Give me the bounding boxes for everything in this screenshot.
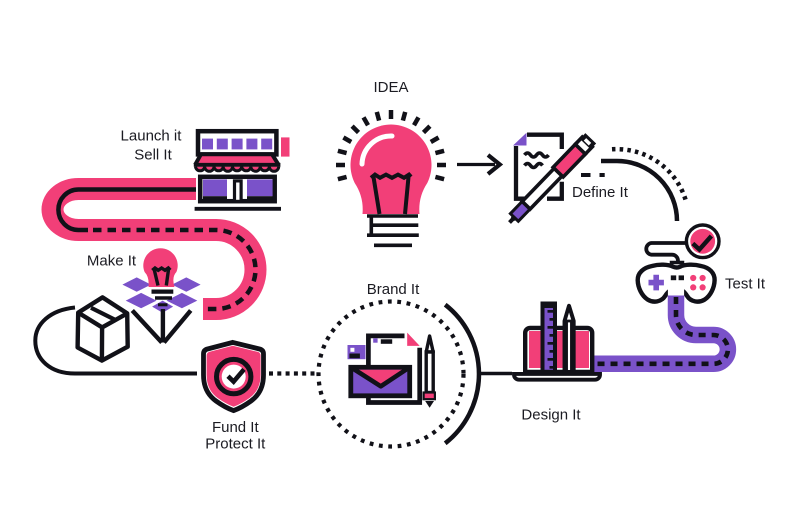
svg-text:Design It: Design It — [521, 407, 581, 424]
svg-text:IDEA: IDEA — [373, 79, 408, 96]
svg-text:Fund It: Fund It — [212, 419, 260, 436]
svg-text:Launch it: Launch it — [121, 128, 183, 145]
svg-text:Define It: Define It — [572, 184, 629, 201]
svg-text:Test It: Test It — [725, 276, 766, 293]
svg-text:Protect It: Protect It — [205, 436, 266, 453]
svg-text:Sell It: Sell It — [134, 147, 172, 164]
svg-text:Make It: Make It — [87, 253, 137, 270]
svg-text:Brand It: Brand It — [367, 281, 420, 298]
